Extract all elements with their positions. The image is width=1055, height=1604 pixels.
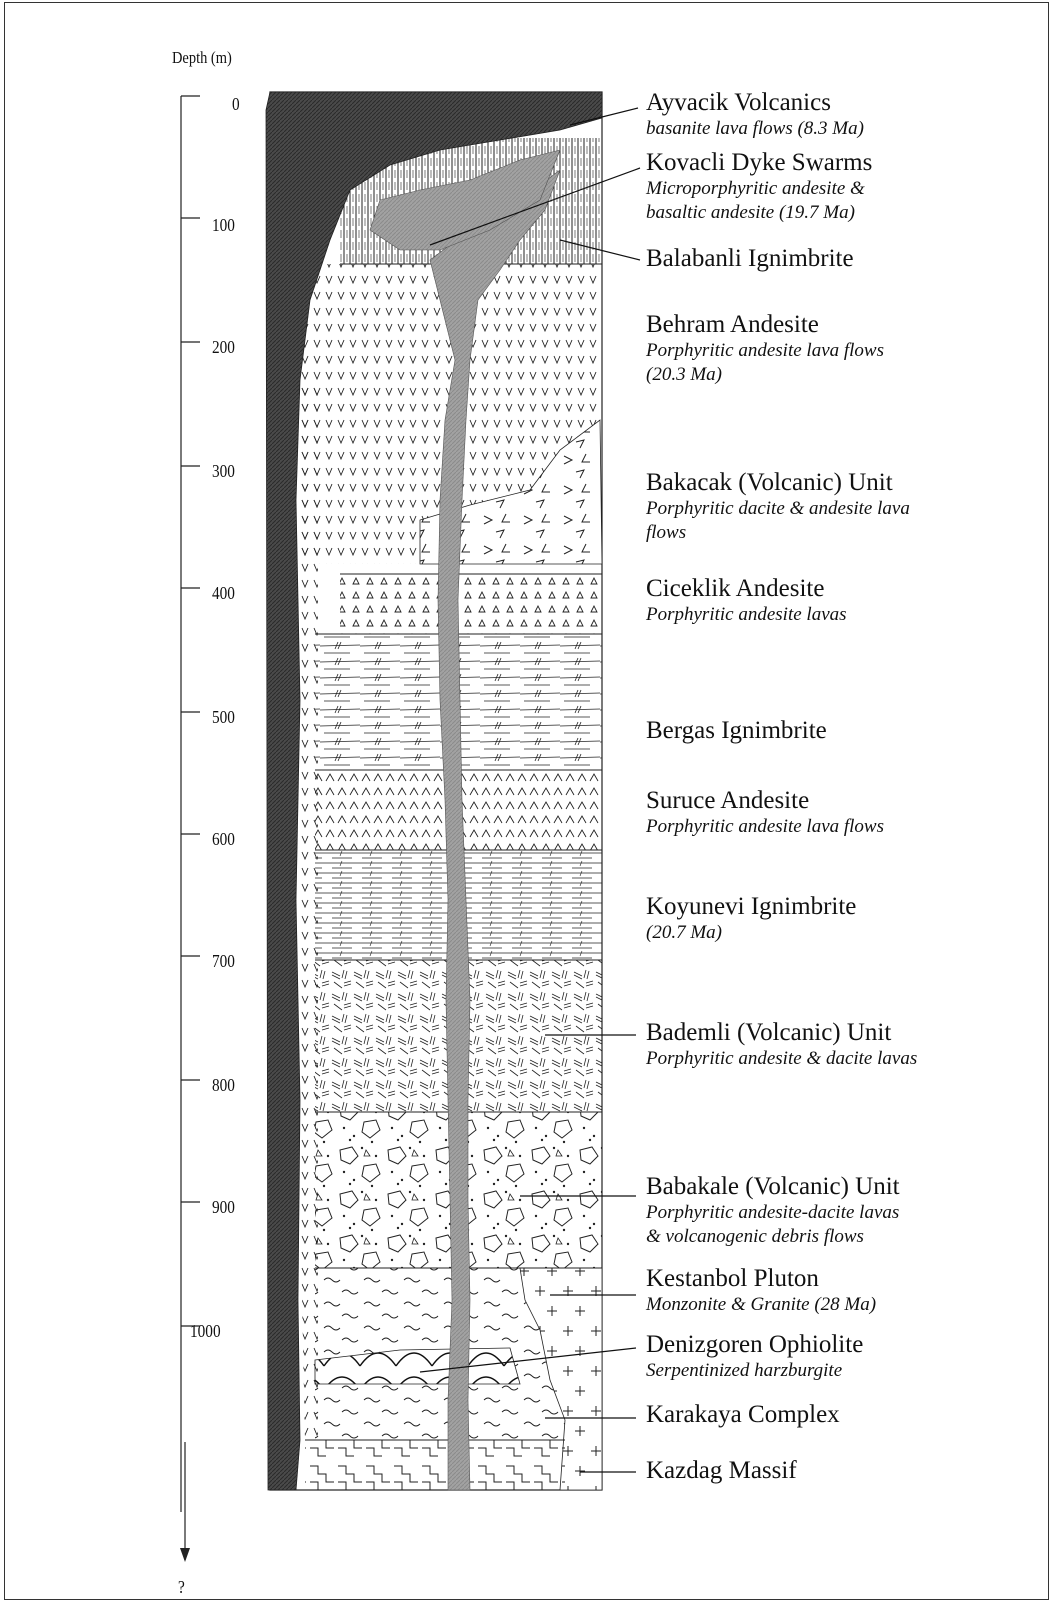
unit-label-karakaya: Karakaya Complex (646, 1400, 840, 1429)
unit-name: Kestanbol Pluton (646, 1264, 986, 1293)
unit-name: Kovacli Dyke Swarms (646, 148, 986, 177)
unit-description: flows (646, 521, 986, 545)
unit-name: Karakaya Complex (646, 1400, 840, 1429)
kazdag-pattern (305, 1440, 565, 1490)
unit-description: Serpentinized harzburgite (646, 1359, 986, 1383)
unit-label-balabanli: Balabanli Ignimbrite (646, 244, 854, 273)
unit-name: Bademli (Volcanic) Unit (646, 1018, 986, 1047)
unit-name: Bakacak (Volcanic) Unit (646, 468, 986, 497)
unit-label-behram: Behram Andesite Porphyritic andesite lav… (646, 310, 986, 387)
unit-label-suruce: Suruce Andesite Porphyritic andesite lav… (646, 786, 986, 839)
unit-description: Monzonite & Granite (28 Ma) (646, 1293, 986, 1317)
unit-label-bademli: Bademli (Volcanic) Unit Porphyritic ande… (646, 1018, 986, 1071)
unit-name: Ciceklik Andesite (646, 574, 986, 603)
unit-label-ciceklik: Ciceklik Andesite Porphyritic andesite l… (646, 574, 986, 627)
unit-name: Balabanli Ignimbrite (646, 244, 854, 273)
unit-name: Kazdag Massif (646, 1456, 797, 1485)
unit-name: Bergas Ignimbrite (646, 716, 827, 745)
unit-name: Ayvacik Volcanics (646, 88, 986, 117)
unit-name: Babakale (Volcanic) Unit (646, 1172, 986, 1201)
unit-label-denizgoren: Denizgoren Ophiolite Serpentinized harzb… (646, 1330, 986, 1383)
depth-axis (180, 96, 200, 1562)
unit-name: Denizgoren Ophiolite (646, 1330, 986, 1359)
unit-label-kestanbol: Kestanbol Pluton Monzonite & Granite (28… (646, 1264, 986, 1317)
unit-description: (20.3 Ma) (646, 363, 986, 387)
unit-label-kazdag: Kazdag Massif (646, 1456, 797, 1485)
unit-description: Porphyritic andesite-dacite lavas (646, 1201, 986, 1225)
unit-description: basanite lava flows (8.3 Ma) (646, 117, 986, 141)
unit-label-ayvacik: Ayvacik Volcanics basanite lava flows (8… (646, 88, 986, 141)
unit-description: Porphyritic andesite & dacite lavas (646, 1047, 986, 1071)
unit-label-kovacli: Kovacli Dyke Swarms Microporphyritic and… (646, 148, 986, 225)
unit-description: Porphyritic andesite lava flows (646, 815, 986, 839)
unit-description: Porphyritic dacite & andesite lava (646, 497, 986, 521)
unit-name: Koyunevi Ignimbrite (646, 892, 986, 921)
unit-label-babakale: Babakale (Volcanic) Unit Porphyritic and… (646, 1172, 986, 1249)
unit-label-bergas: Bergas Ignimbrite (646, 716, 827, 745)
unit-description: (20.7 Ma) (646, 921, 986, 945)
unit-label-bakacak: Bakacak (Volcanic) Unit Porphyritic daci… (646, 468, 986, 545)
unit-name: Behram Andesite (646, 310, 986, 339)
ciceklik-pattern (340, 574, 602, 634)
unit-name: Suruce Andesite (646, 786, 986, 815)
unit-description: basaltic andesite (19.7 Ma) (646, 201, 986, 225)
unit-label-koyunevi: Koyunevi Ignimbrite (20.7 Ma) (646, 892, 986, 945)
unit-description: Porphyritic andesite lava flows (646, 339, 986, 363)
unit-description: & volcanogenic debris flows (646, 1225, 986, 1249)
unit-description: Microporphyritic andesite & (646, 177, 986, 201)
unit-description: Porphyritic andesite lavas (646, 603, 986, 627)
